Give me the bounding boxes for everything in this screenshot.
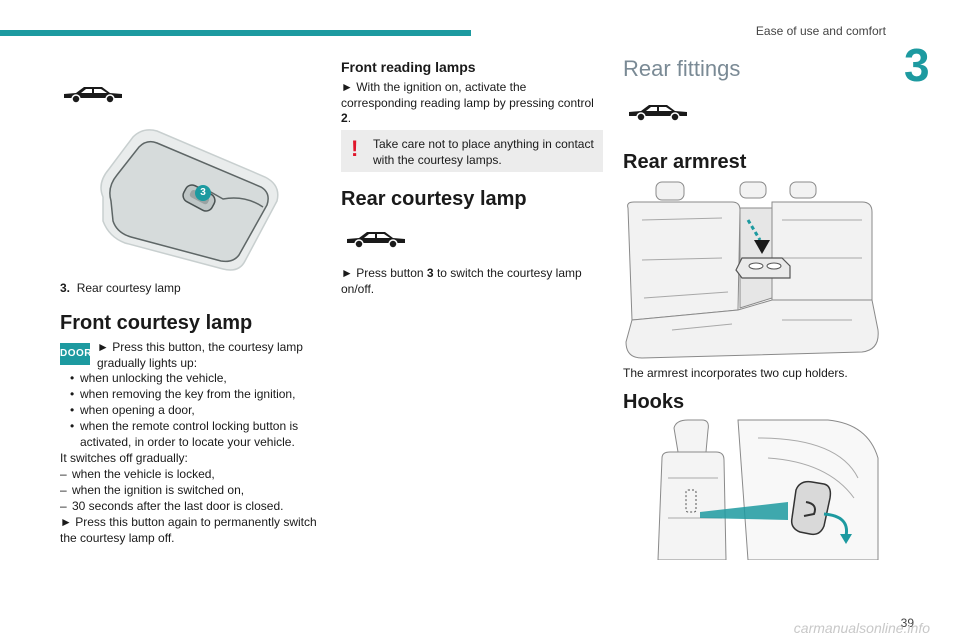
- caption-text: Rear courtesy lamp: [76, 281, 181, 295]
- dash-marker: –: [60, 483, 67, 497]
- rear-courtesy-lamp-figure: [100, 129, 279, 271]
- chapter-number: 3: [904, 39, 930, 91]
- bullet-marker: •: [70, 419, 75, 433]
- rear-text-a: ► Press button: [341, 266, 427, 280]
- list-item: when the vehicle is locked,: [72, 467, 215, 481]
- switch-off-text: It switches off gradually:: [60, 451, 188, 465]
- rear-text-c: to switch the courtesy lamp on/off.: [341, 266, 582, 296]
- bullet-marker: •: [70, 387, 75, 401]
- front-courtesy-heading: Front courtesy lamp: [60, 312, 253, 334]
- bullet-marker: •: [70, 371, 75, 385]
- car-silhouette-icon: [629, 105, 687, 122]
- watermark: carmanualsonline.info: [793, 620, 930, 636]
- dash-marker: –: [60, 467, 67, 481]
- rear-button-number: 3: [426, 266, 434, 280]
- caption-number: 3.: [60, 281, 71, 295]
- section-title: Ease of use and comfort: [755, 24, 886, 38]
- armrest-text: The armrest incorporates two cup holders…: [623, 366, 848, 380]
- page-number: 39: [900, 616, 914, 630]
- front-reading-heading: Front reading lamps: [341, 59, 476, 75]
- figure-caption: 3. Rear courtesy lamp: [60, 281, 181, 297]
- hooks-heading: Hooks: [623, 391, 685, 413]
- list-item: 30 seconds after the last door is closed…: [72, 499, 284, 513]
- section-heading-rear-fittings: Rear fittings: [623, 56, 741, 81]
- list-item: when the ignition is switched on,: [72, 483, 245, 497]
- rear-armrest-heading: Rear armrest: [623, 151, 747, 173]
- dash-marker: –: [60, 499, 67, 513]
- list-item: when unlocking the vehicle,: [80, 371, 227, 385]
- rear-courtesy-text: ► Press button 3 to switch the courtesy …: [341, 266, 603, 297]
- car-silhouette-icon: [64, 87, 122, 104]
- reading-text-c: .: [347, 111, 352, 125]
- warning-box: ! Take care not to place anything in con…: [341, 130, 603, 172]
- front-reading-text: ► With the ignition on, activate the cor…: [341, 80, 603, 127]
- bullet-marker: •: [70, 403, 75, 417]
- final-instruction: ► Press this button again to permanently…: [60, 515, 317, 545]
- header-accent-bar: [0, 30, 471, 36]
- warning-text: Take care not to place anything in conta…: [373, 137, 594, 167]
- door-button-icon: DOOR: [60, 343, 92, 365]
- warning-exclamation-icon: !: [351, 136, 359, 161]
- reading-control-number: 2: [341, 111, 348, 125]
- list-item: when removing the key from the ignition,: [80, 387, 296, 401]
- list-item: when the remote control locking button i…: [80, 419, 299, 449]
- list-item: when opening a door,: [80, 403, 195, 417]
- hooks-figure: [657, 419, 879, 560]
- rear-armrest-figure: [625, 181, 879, 359]
- car-silhouette-icon: [347, 232, 405, 249]
- rear-courtesy-heading: Rear courtesy lamp: [341, 188, 527, 210]
- front-courtesy-intro: ► Press this button, the courtesy lamp g…: [97, 340, 303, 370]
- reading-text-a: ► With the ignition on, activate the cor…: [341, 80, 594, 110]
- figure-callout-3: 3: [195, 185, 211, 201]
